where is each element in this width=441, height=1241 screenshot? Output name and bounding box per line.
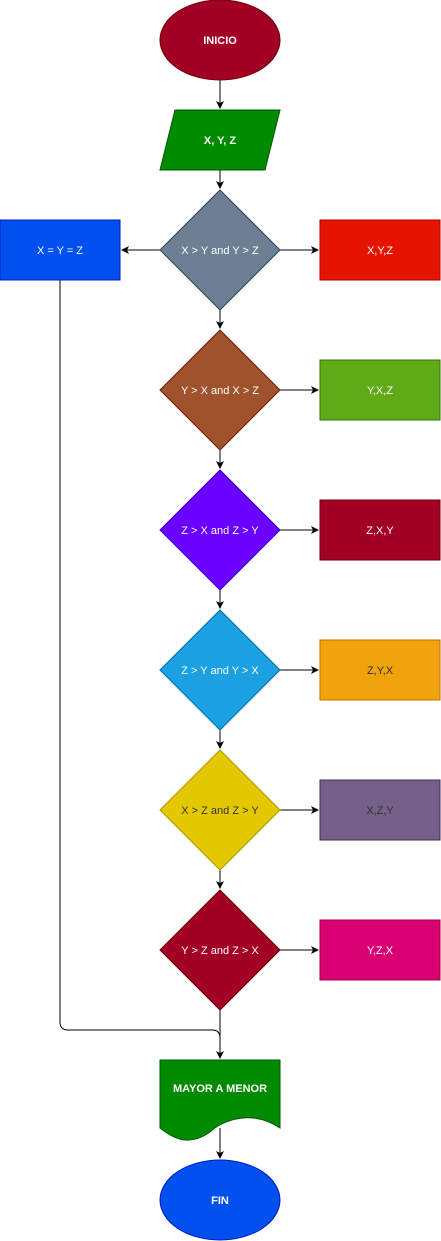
end-ellipse xyxy=(159,1159,281,1241)
output-box xyxy=(319,219,441,281)
decision-condition: X > Z and Z > Y xyxy=(181,805,259,817)
start-ellipse xyxy=(159,0,281,81)
output-label: Y,Z,X xyxy=(367,945,394,957)
output-label: Z,Y,X xyxy=(367,665,394,677)
doc-shape xyxy=(159,1059,281,1141)
output-box xyxy=(319,779,441,841)
output-label: X,Z,Y xyxy=(366,805,394,817)
output-label: X,Y,Z xyxy=(367,245,393,257)
edge-equal-to-doc xyxy=(59,280,221,1039)
decision-condition: Z > Y and Y > X xyxy=(181,665,259,677)
input-node: X, Y, Z xyxy=(159,109,281,171)
equal-label: X = Y = Z xyxy=(37,245,83,257)
output-box xyxy=(319,919,441,981)
decision-condition: Z > X and Z > Y xyxy=(181,525,259,537)
decision-diamond xyxy=(159,889,281,1011)
connectors xyxy=(59,80,319,1159)
input-label: X, Y, Z xyxy=(204,135,236,147)
decision-row-6: Y > Z and Z > X Y,Z,X xyxy=(159,889,441,1011)
decision-diamond xyxy=(159,749,281,871)
output-box xyxy=(319,359,441,421)
decision-diamond xyxy=(159,609,281,731)
decision-row-3: Z > X and Z > Y Z,X,Y xyxy=(159,469,441,591)
output-box xyxy=(319,639,441,701)
decision-diamond xyxy=(159,189,281,311)
doc-node: MAYOR A MENOR xyxy=(159,1059,281,1141)
output-label: Y,X,Z xyxy=(367,385,393,397)
decision-condition: Y > X and X > Z xyxy=(181,385,259,397)
decision-condition: Y > Z and Z > X xyxy=(181,945,259,957)
equal-box xyxy=(0,219,121,281)
start-node: INICIO xyxy=(159,0,281,81)
decision-row-2: Y > X and X > Z Y,X,Z xyxy=(159,329,441,451)
decision-diamond xyxy=(159,329,281,451)
decision-row-5: X > Z and Z > Y X,Z,Y xyxy=(159,749,441,871)
output-label: Z,X,Y xyxy=(366,525,394,537)
decision-diamond xyxy=(159,469,281,591)
output-box xyxy=(319,499,441,561)
equal-node: X = Y = Z xyxy=(0,219,121,281)
input-parallelogram xyxy=(159,109,281,171)
end-label: FIN xyxy=(211,1195,229,1207)
decision-condition: X > Y and Y > Z xyxy=(181,245,259,257)
end-node: FIN xyxy=(159,1159,281,1241)
start-label: INICIO xyxy=(203,35,237,47)
doc-label: MAYOR A MENOR xyxy=(173,1083,267,1095)
decision-row-1: X > Y and Y > Z X,Y,Z xyxy=(159,189,441,311)
decision-row-4: Z > Y and Y > X Z,Y,X xyxy=(159,609,441,731)
